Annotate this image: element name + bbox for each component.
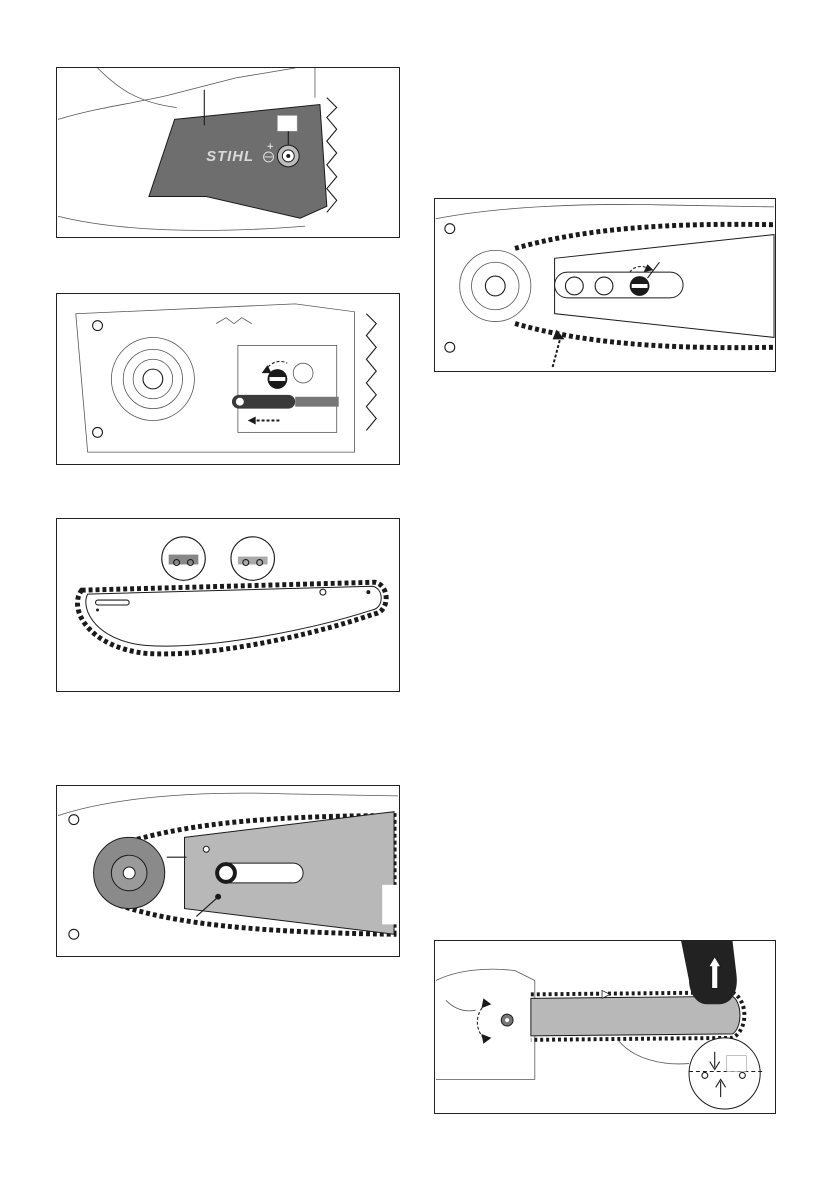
figure-checking-tension <box>434 940 776 1114</box>
magnifier-lead-line <box>618 1040 689 1064</box>
chain-tensioner-illustration <box>57 294 399 464</box>
chain-detail-magnifier <box>231 537 274 580</box>
figure-saw-chain <box>56 518 400 692</box>
figure-guide-bar-mounted <box>56 785 400 957</box>
bar-slot <box>555 272 684 298</box>
screw-icon <box>93 427 103 437</box>
tensioner-nut[interactable] <box>217 864 235 882</box>
figure-sprocket-cover: STIHL + <box>56 67 400 238</box>
chain-detail-magnifier <box>162 537 205 580</box>
chain-teeth <box>366 314 376 431</box>
tensioning-chain-illustration <box>435 199 775 371</box>
callout-box <box>277 115 297 131</box>
guide-bar <box>86 586 381 646</box>
sprocket-drum <box>94 837 165 908</box>
callout-box <box>727 1056 747 1072</box>
lift-arrow-icon <box>553 337 561 367</box>
chain-link-detail <box>216 318 252 324</box>
checking-tension-illustration <box>435 941 775 1113</box>
tensioner-screw[interactable] <box>630 276 650 296</box>
combination-wrench <box>232 395 339 409</box>
gloved-hand <box>681 941 737 1004</box>
saw-chain-illustration <box>57 519 399 691</box>
screw-icon <box>69 815 79 825</box>
chain-detail-magnifier <box>689 1038 762 1109</box>
stihl-logo: STIHL <box>206 149 254 165</box>
rotate-arrow-icon <box>477 1004 485 1040</box>
screw-icon <box>93 321 103 331</box>
svg-text:+: + <box>267 142 274 152</box>
screw-icon <box>69 929 79 939</box>
tensioner-screw[interactable] <box>501 1014 513 1026</box>
cover-nut[interactable] <box>277 145 299 167</box>
sprocket-drum <box>111 337 194 420</box>
guide-bar-mounted-illustration <box>57 786 399 956</box>
sprocket-cover-illustration: STIHL + <box>57 68 399 237</box>
sprocket-drum <box>460 250 531 321</box>
figure-chain-tensioner <box>56 293 400 465</box>
chain-teeth <box>327 98 337 213</box>
screw-icon <box>445 342 455 352</box>
screw-icon <box>445 224 455 234</box>
figure-tensioning-chain <box>434 198 776 372</box>
